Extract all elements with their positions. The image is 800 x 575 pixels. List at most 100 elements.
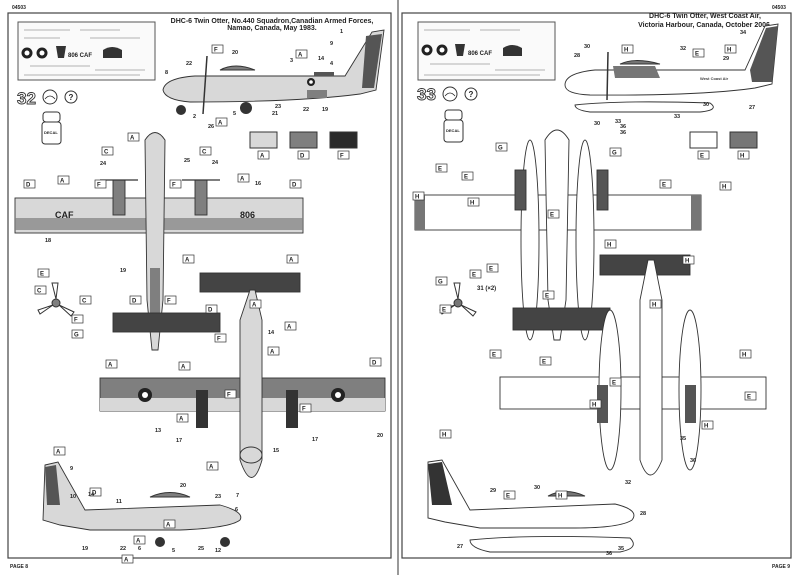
decal-number: 18	[45, 238, 51, 244]
paint-callout-tag	[37, 268, 50, 278]
decal-number: 36	[620, 124, 626, 130]
paint-callout-code: E	[545, 294, 549, 300]
paint-callout-tag	[178, 361, 191, 371]
paint-callout-code: H	[442, 433, 446, 439]
page-frame	[401, 12, 792, 559]
paint-callout-code: A	[166, 523, 171, 529]
paint-callout-code: E	[489, 267, 493, 273]
decal-number: 6	[138, 546, 141, 552]
decal-number: 1	[340, 29, 343, 35]
paint-callout-code: H	[704, 424, 708, 430]
decal-number: 4	[330, 61, 334, 67]
paint-callout-tag	[249, 299, 262, 309]
paint-callout-code: D	[92, 491, 97, 497]
color-swatch	[689, 131, 718, 149]
paint-callout-code: E	[492, 353, 496, 359]
decal-number: 19	[120, 268, 126, 274]
decal-number: 3	[290, 58, 293, 64]
paint-callout-tag	[439, 304, 452, 314]
decal-number: 15	[273, 448, 279, 454]
scheme-subtitle: Victoria Harbour, Canada, October 2006.	[638, 22, 772, 29]
paint-callout-code: A	[181, 365, 186, 371]
paint-callout-tag	[439, 429, 452, 439]
decal-number: 25	[184, 158, 190, 164]
paint-callout-tag	[224, 389, 237, 399]
paint-callout-code: D	[132, 299, 137, 305]
paint-callout-tag	[701, 420, 714, 430]
decal-number: 5	[233, 111, 236, 117]
decal-number: 33	[615, 119, 621, 125]
paint-callout-tag	[267, 346, 280, 356]
decal-number: 12	[215, 548, 221, 554]
paint-callout-tag	[539, 356, 552, 366]
paint-callout-tag	[724, 44, 737, 54]
paint-callout-code: F	[172, 183, 176, 189]
paint-callout-code: H	[624, 48, 628, 54]
decal-number: 29	[723, 56, 729, 62]
decal-number: 32	[625, 480, 631, 486]
question-icon	[64, 90, 78, 104]
paint-callout-code: A	[108, 363, 113, 369]
scheme-title: DHC-6 Twin Otter, West Coast Air,	[649, 13, 761, 20]
paint-callout-tag	[71, 329, 84, 339]
propeller-diagram	[37, 282, 75, 317]
paint-callout-code: A	[124, 558, 129, 564]
decal-number: 26	[208, 124, 214, 130]
decal-water-icon	[42, 89, 58, 105]
color-code: F	[340, 154, 344, 160]
decal-number: 17	[176, 438, 182, 444]
decal-number: 13	[155, 428, 161, 434]
paint-callout-code: H	[415, 195, 419, 201]
decal-solution-jar-icon: DECAL	[41, 111, 62, 145]
paint-callout-tag	[542, 290, 555, 300]
bottom-view-floatplane	[499, 254, 767, 476]
paint-callout-tag	[215, 117, 228, 127]
side-view-upper-floatplane: West Coast Air	[564, 23, 779, 113]
right-page: 04503 PAGE 9 DHC-6 Twin Otter, West Coas…	[401, 5, 792, 570]
paint-callout-tag	[164, 295, 177, 305]
paint-callout-tag	[71, 314, 84, 324]
paint-callout-tag	[23, 179, 36, 189]
paint-callout-code: A	[136, 539, 141, 545]
paint-callout-tag	[205, 304, 218, 314]
fuselage-livery-text: West Coast Air	[700, 76, 729, 81]
paint-callout-code: A	[289, 258, 294, 264]
paint-callout-tag	[589, 399, 602, 409]
decal-number: 33	[674, 114, 680, 120]
decal-water-icon	[442, 86, 458, 102]
paint-callout-tag	[94, 179, 107, 189]
paint-callout-code: A	[298, 53, 303, 59]
decal-sheet: 806 CAF	[17, 21, 156, 81]
color-code: E	[700, 154, 704, 160]
paint-callout-tag	[649, 299, 662, 309]
paint-callout-code: F	[217, 337, 221, 343]
decal-number: 32	[680, 46, 686, 52]
top-view-floatplane	[414, 129, 702, 341]
paint-callout-tag	[467, 197, 480, 207]
color-code: A	[260, 154, 265, 160]
decal-number: 28	[640, 511, 646, 517]
decal-number: 27	[457, 544, 463, 550]
svg-text:DECAL: DECAL	[446, 128, 460, 133]
paint-callout-code: E	[438, 167, 442, 173]
paint-callout-tag	[79, 295, 92, 305]
color-swatch	[329, 131, 358, 149]
paint-callout-code: A	[56, 450, 61, 456]
decal-number: 35	[680, 436, 686, 442]
scheme-subtitle: Namao, Canada, May 1983.	[227, 25, 317, 32]
step-number: 32	[17, 89, 36, 108]
decal-number: 30	[584, 44, 590, 50]
decal-number: 14	[88, 492, 95, 498]
decal-number: 9	[70, 466, 73, 472]
svg-text:?: ?	[69, 93, 74, 102]
paint-callout-tag	[105, 359, 118, 369]
paint-callout-tag	[659, 179, 672, 189]
paint-callout-code: E	[442, 308, 446, 314]
paint-callout-tag	[199, 146, 212, 156]
color-code-tag	[257, 150, 270, 160]
kit-code: 04503	[12, 5, 26, 11]
paint-callout-tag	[547, 209, 560, 219]
paint-callout-tag	[719, 181, 732, 191]
